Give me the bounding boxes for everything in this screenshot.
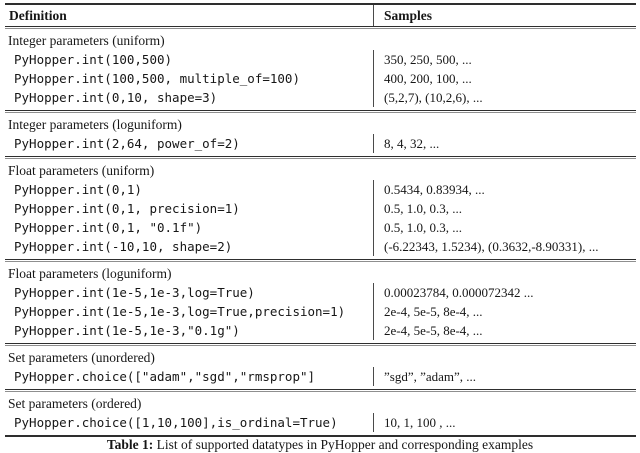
section-rows: PyHopper.int(100,500) 350, 250, 500, ...… — [5, 50, 636, 107]
table-row: PyHopper.int(0,1, "0.1f") 0.5, 1.0, 0.3,… — [5, 218, 636, 237]
table-bottom-rule — [5, 435, 636, 437]
samples-cell: 350, 250, 500, ... — [373, 50, 636, 69]
table-sections: Integer parameters (uniform) PyHopper.in… — [5, 29, 636, 437]
samples-cell: 0.00023784, 0.000072342 ... — [373, 283, 636, 302]
section-title: Integer parameters (uniform) — [8, 33, 165, 48]
section-separator-rule — [5, 389, 636, 392]
samples-cell: 10, 1, 100 , ... — [373, 413, 636, 432]
definition-cell: PyHopper.int(-10,10, shape=2) — [14, 239, 233, 254]
table-section: Integer parameters (loguniform) PyHopper… — [5, 113, 636, 156]
header-bottom-rule — [5, 26, 636, 29]
definition-cell: PyHopper.int(1e-5,1e-3,log=True) — [14, 285, 255, 300]
table-caption: Table 1: List of supported datatypes in … — [0, 437, 640, 453]
definition-cell: PyHopper.int(0,1, "0.1f") — [14, 220, 203, 235]
table-section: Float parameters (uniform) PyHopper.int(… — [5, 159, 636, 259]
table-row: PyHopper.int(1e-5,1e-3,log=True,precisio… — [5, 302, 636, 321]
table-row: PyHopper.int(1e-5,1e-3,"0.1g") 2e-4, 5e-… — [5, 321, 636, 340]
section-separator-rule — [5, 110, 636, 113]
table-section: Set parameters (ordered) PyHopper.choice… — [5, 392, 636, 435]
table-row: PyHopper.int(100,500, multiple_of=100) 4… — [5, 69, 636, 88]
table-row: PyHopper.int(100,500) 350, 250, 500, ... — [5, 50, 636, 69]
section-title: Set parameters (unordered) — [8, 350, 155, 365]
table-header-row: Definition Samples — [5, 5, 636, 26]
definition-cell: PyHopper.int(100,500, multiple_of=100) — [14, 71, 300, 86]
column-header-samples: Samples — [373, 5, 636, 26]
section-title: Integer parameters (loguniform) — [8, 117, 182, 132]
definition-cell: PyHopper.int(1e-5,1e-3,"0.1g") — [14, 323, 240, 338]
definition-cell: PyHopper.choice(["adam","sgd","rmsprop"] — [14, 369, 316, 384]
column-header-definition: Definition — [9, 7, 67, 23]
table-row: PyHopper.int(0,10, shape=3) (5,2,7), (10… — [5, 88, 636, 107]
datatypes-table: Definition Samples Integer parameters (u… — [5, 3, 636, 437]
samples-cell: 0.5, 1.0, 0.3, ... — [373, 218, 636, 237]
table-row: PyHopper.int(2,64, power_of=2) 8, 4, 32,… — [5, 134, 636, 153]
table-section: Integer parameters (uniform) PyHopper.in… — [5, 29, 636, 110]
section-rows: PyHopper.choice([1,10,100],is_ordinal=Tr… — [5, 413, 636, 432]
definition-cell: PyHopper.int(2,64, power_of=2) — [14, 136, 240, 151]
table-row: PyHopper.int(0,1) 0.5434, 0.83934, ... — [5, 180, 636, 199]
section-separator-rule — [5, 343, 636, 346]
definition-cell: PyHopper.int(1e-5,1e-3,log=True,precisio… — [14, 304, 346, 319]
table-row: PyHopper.int(0,1, precision=1) 0.5, 1.0,… — [5, 199, 636, 218]
table-section: Float parameters (loguniform) PyHopper.i… — [5, 262, 636, 343]
section-title: Set parameters (ordered) — [8, 396, 142, 411]
samples-cell: 2e-4, 5e-5, 8e-4, ... — [373, 321, 636, 340]
table-section: Set parameters (unordered) PyHopper.choi… — [5, 346, 636, 389]
definition-cell: PyHopper.int(0,10, shape=3) — [14, 90, 218, 105]
section-title: Float parameters (uniform) — [8, 163, 155, 178]
table-row: PyHopper.choice(["adam","sgd","rmsprop"]… — [5, 367, 636, 386]
definition-cell: PyHopper.choice([1,10,100],is_ordinal=Tr… — [14, 415, 338, 430]
section-rows: PyHopper.int(1e-5,1e-3,log=True) 0.00023… — [5, 283, 636, 340]
section-separator-rule — [5, 259, 636, 262]
samples-cell: (5,2,7), (10,2,6), ... — [373, 88, 636, 107]
table-row: PyHopper.choice([1,10,100],is_ordinal=Tr… — [5, 413, 636, 432]
samples-cell: 0.5434, 0.83934, ... — [373, 180, 636, 199]
section-title: Float parameters (loguniform) — [8, 266, 172, 281]
samples-cell: ”sgd”, ”adam”, ... — [373, 367, 636, 386]
table-top-rule — [5, 3, 636, 5]
samples-cell: (-6.22343, 1.5234), (0.3632,-8.90331), .… — [373, 237, 636, 256]
caption-label: Table 1: — [106, 437, 154, 452]
caption-text: List of supported datatypes in PyHopper … — [153, 437, 534, 452]
samples-cell: 2e-4, 5e-5, 8e-4, ... — [373, 302, 636, 321]
section-rows: PyHopper.int(2,64, power_of=2) 8, 4, 32,… — [5, 134, 636, 153]
samples-cell: 400, 200, 100, ... — [373, 69, 636, 88]
definition-cell: PyHopper.int(0,1, precision=1) — [14, 201, 240, 216]
section-rows: PyHopper.int(0,1) 0.5434, 0.83934, ... P… — [5, 180, 636, 256]
definition-cell: PyHopper.int(0,1) — [14, 182, 142, 197]
definition-cell: PyHopper.int(100,500) — [14, 52, 173, 67]
samples-cell: 0.5, 1.0, 0.3, ... — [373, 199, 636, 218]
samples-cell: 8, 4, 32, ... — [373, 134, 636, 153]
table-row: PyHopper.int(-10,10, shape=2) (-6.22343,… — [5, 237, 636, 256]
section-separator-rule — [5, 156, 636, 159]
table-row: PyHopper.int(1e-5,1e-3,log=True) 0.00023… — [5, 283, 636, 302]
section-rows: PyHopper.choice(["adam","sgd","rmsprop"]… — [5, 367, 636, 386]
